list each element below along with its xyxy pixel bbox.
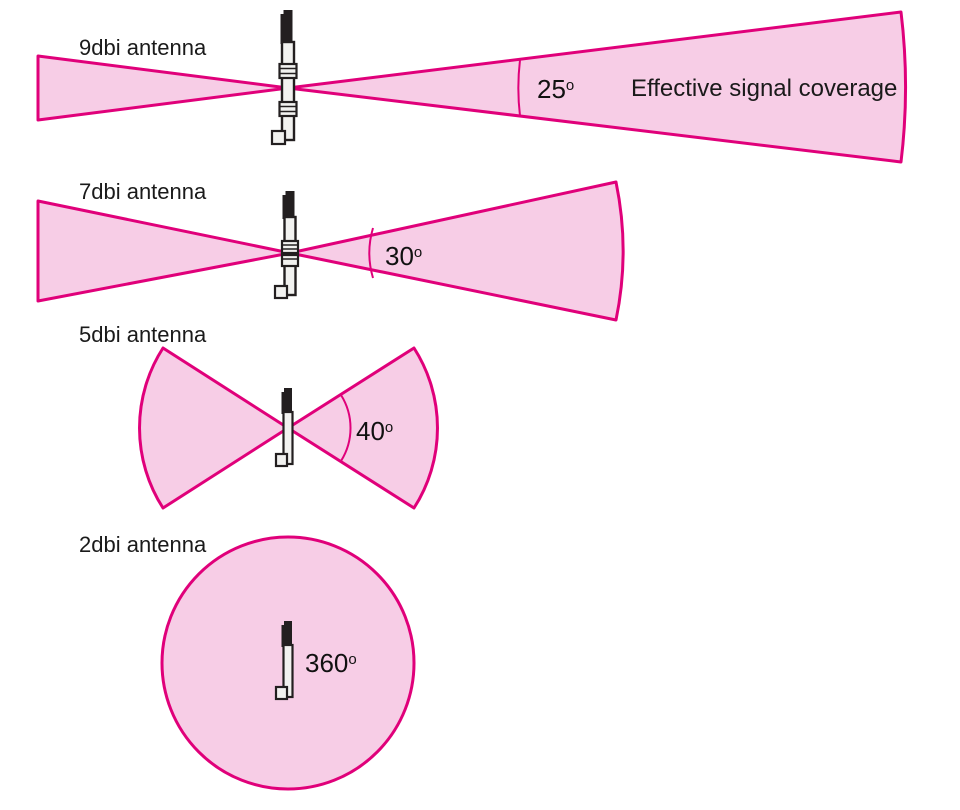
angle-value-7dbi: 30 [385, 241, 414, 271]
label-2dbi: 2dbi antenna [79, 532, 207, 557]
angle-value-2dbi: 360 [305, 648, 348, 678]
angle-arc-5dbi [340, 394, 352, 462]
angle-value-9dbi: 25 [537, 74, 566, 104]
angle-label-7dbi: 30o [385, 241, 422, 271]
lobe-9dbi-left [36, 54, 290, 122]
angle-label-2dbi: 360o [305, 648, 357, 678]
lobe-9dbi-right [286, 10, 908, 164]
angle-arc-9dbi [517, 59, 521, 117]
lobe-7dbi-right [288, 180, 625, 322]
label-7dbi: 7dbi antenna [79, 179, 207, 204]
degree-symbol-7dbi: o [414, 244, 422, 261]
row-7dbi: 7dbi antenna 30o [36, 179, 625, 322]
effective-coverage-label: Effective signal coverage [631, 75, 897, 102]
angle-arc-7dbi [368, 227, 374, 279]
row-2dbi: 2dbi antenna 360o [79, 532, 416, 791]
antenna-icon-7dbi [273, 189, 300, 300]
antenna-icon-9dbi [270, 8, 298, 146]
lobe-5dbi-right [286, 346, 439, 510]
row-9dbi: 9dbi antenna 25o Effective signal covera… [36, 8, 908, 164]
lobe-7dbi-left [36, 199, 292, 303]
label-9dbi: 9dbi antenna [79, 35, 207, 60]
degree-symbol-2dbi: o [348, 651, 356, 668]
label-5dbi: 5dbi antenna [79, 322, 207, 347]
angle-label-9dbi: 25o [537, 74, 574, 104]
degree-symbol-5dbi: o [385, 419, 393, 436]
row-5dbi: 5dbi antenna 40o [79, 322, 439, 510]
lobe-5dbi-left [138, 346, 290, 510]
angle-value-5dbi: 40 [356, 416, 385, 446]
degree-symbol-9dbi: o [566, 77, 574, 94]
angle-label-5dbi: 40o [356, 416, 393, 446]
